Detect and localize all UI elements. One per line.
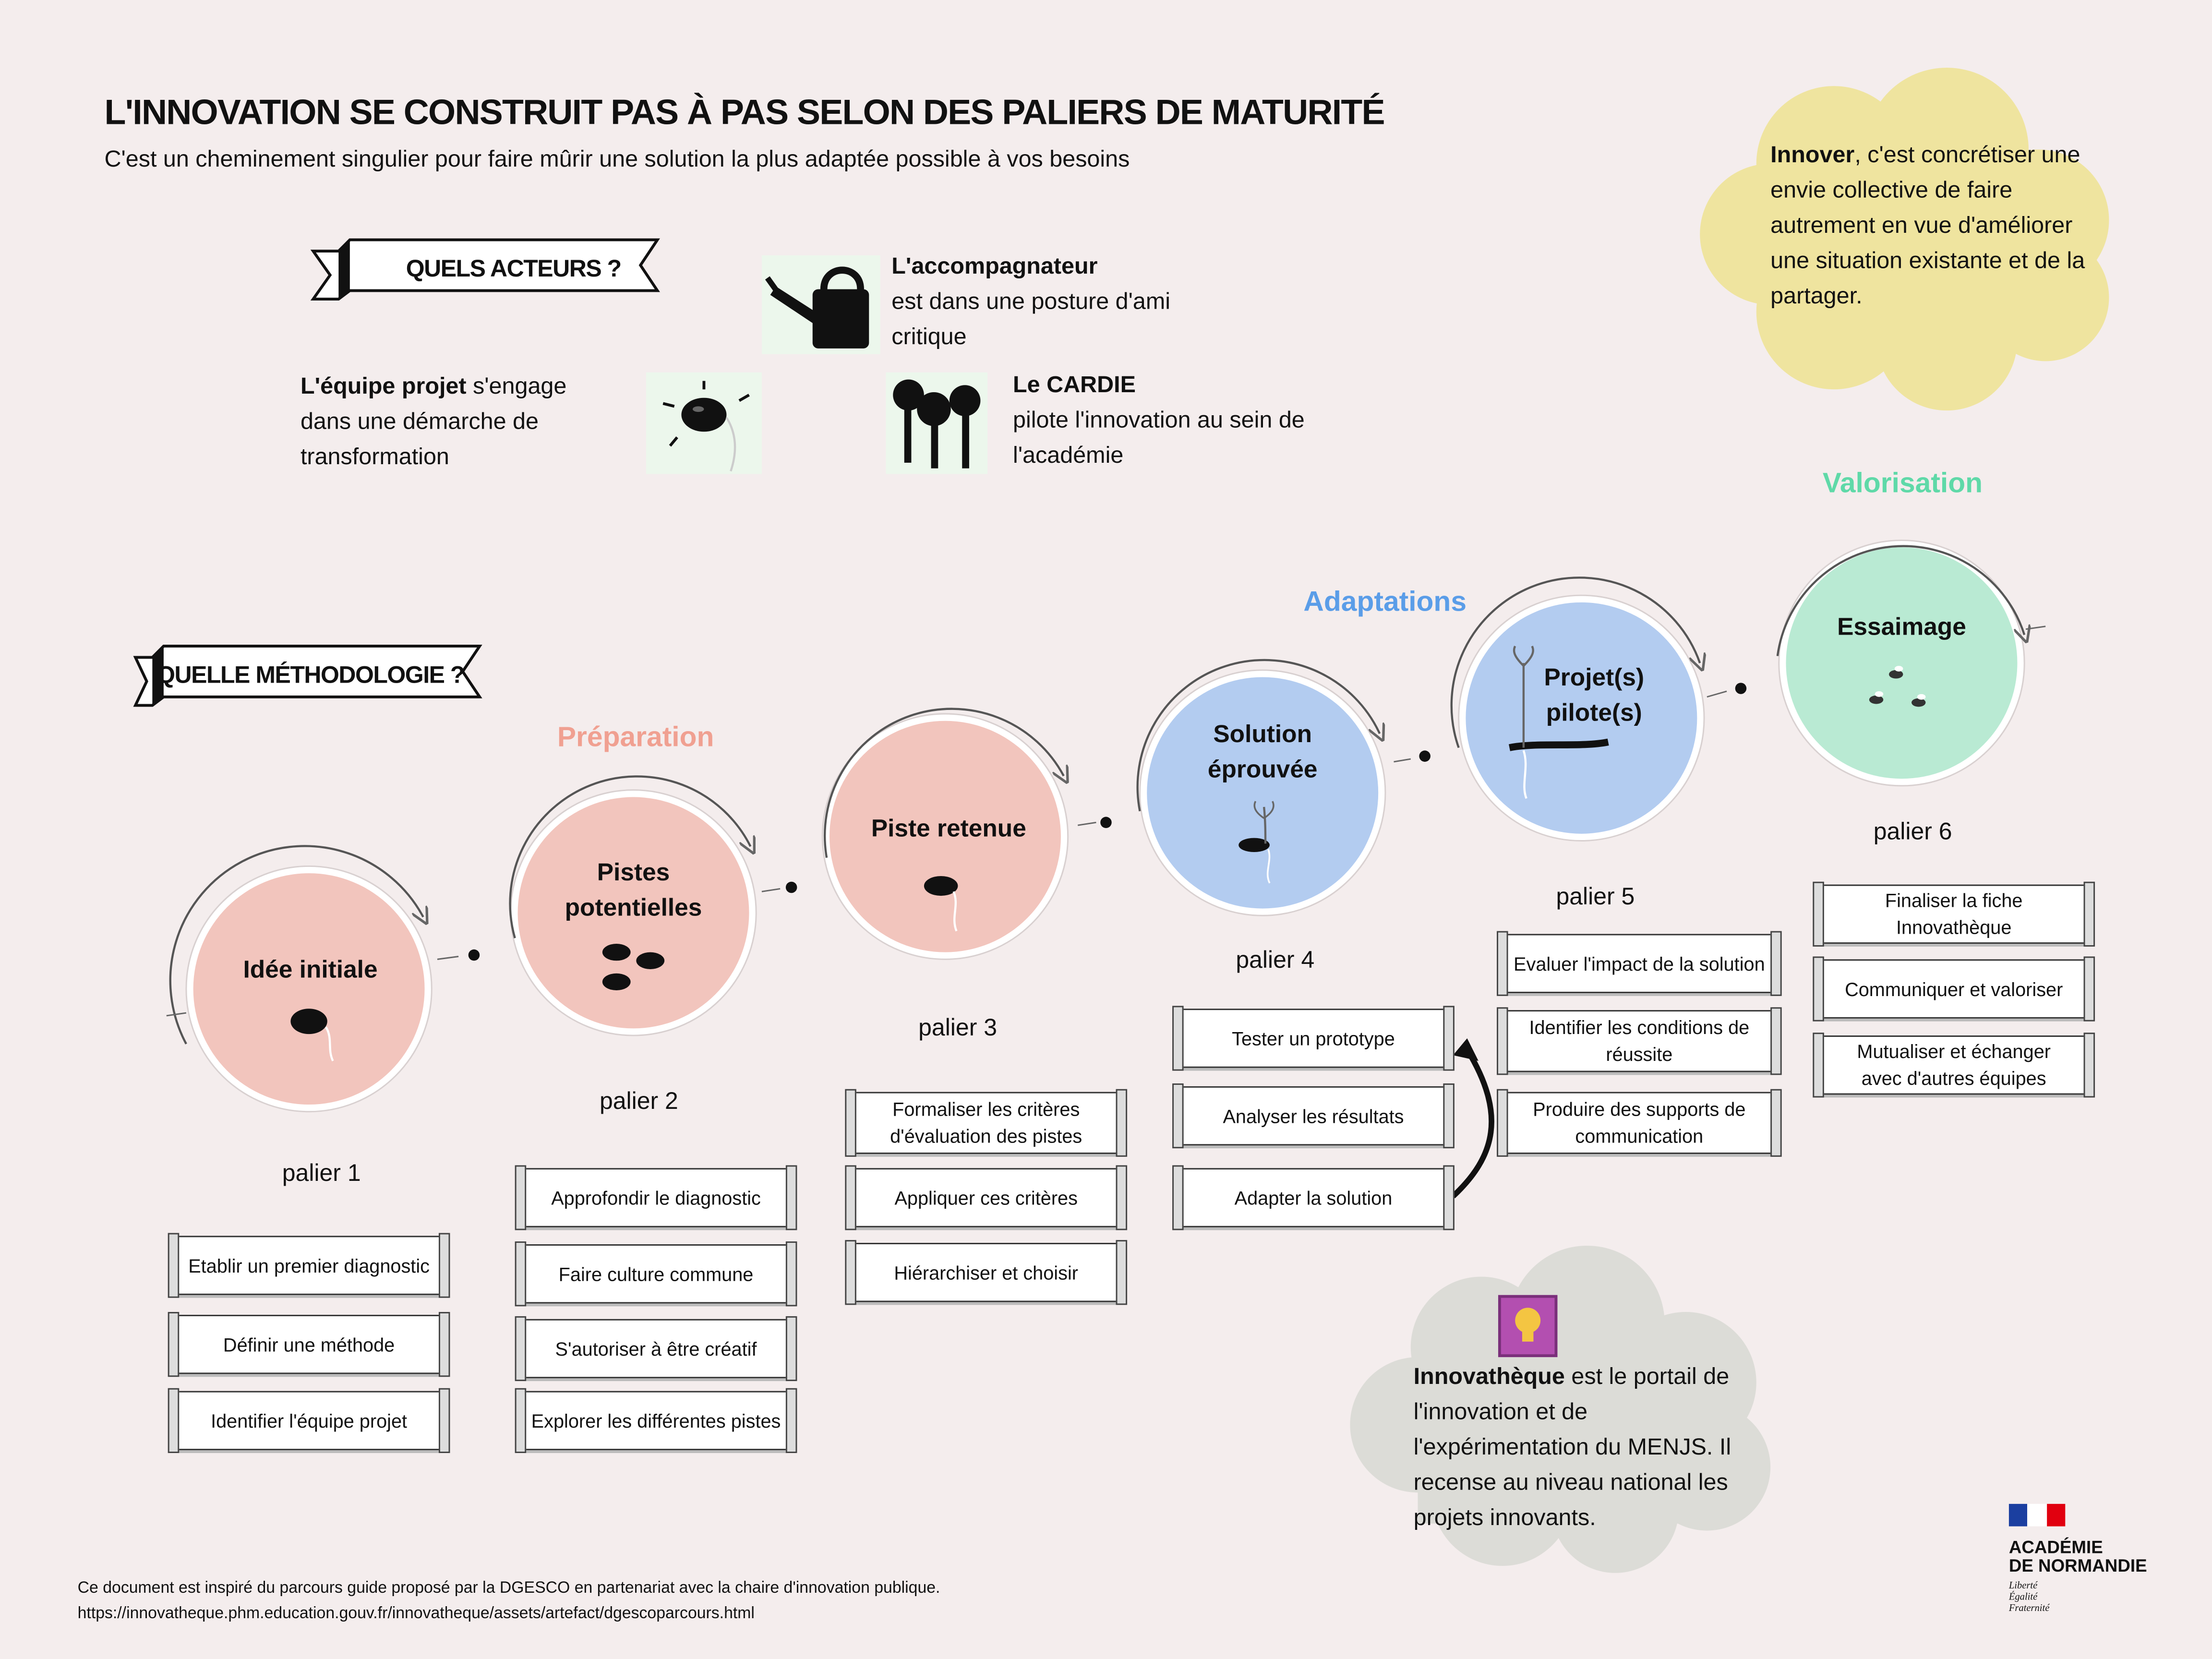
innover-desc: , c'est concrétiser une envie collective… [1770, 142, 2085, 309]
palier-6: palier 6 [1873, 818, 1952, 845]
palier-2: palier 2 [599, 1087, 678, 1115]
actor-cardie-name: Le CARDIE [1013, 372, 1136, 398]
phase-valorisation: Valorisation [1822, 468, 1983, 500]
footer-link[interactable]: https://innovatheque.phm.education.gouv.… [77, 1605, 755, 1623]
grey-cloud [1350, 1245, 1771, 1573]
page-subtitle: C'est un cheminement singulier pour fair… [104, 146, 1130, 172]
lightbulb-icon [1498, 1295, 1558, 1358]
innover-text: Innover, c'est concrétiser une envie col… [1770, 138, 2109, 314]
actors-ribbon: QUELS ACTEURS ? [310, 234, 661, 305]
yellow-cloud [1700, 68, 2109, 411]
step2-item-4: Explorer les différentes pistes [515, 1388, 797, 1453]
step2-item-3: S'autoriser à être créatif [515, 1316, 797, 1382]
step6-label: Essaimage [1837, 612, 1966, 641]
step3-label: Piste retenue [871, 814, 1026, 842]
actor-equipe-desc: s'engage dans une démarche de transforma… [300, 373, 567, 470]
step6-item-3: Mutualiser et échanger avec d'autres équ… [1813, 1033, 2095, 1098]
step6-item-2: Communiquer et valoriser [1813, 956, 2095, 1022]
actor-equipe-name: L'équipe projet [300, 373, 467, 399]
step3-item-2: Appliquer ces critères [845, 1165, 1128, 1230]
actor-accompagnateur-desc: est dans une posture d'ami critique [891, 289, 1171, 350]
methodology-ribbon: QUELLE MÉTHODOLOGIE ? [132, 640, 482, 711]
footer-source: Ce document est inspiré du parcours guid… [77, 1580, 940, 1597]
step5-item-2: Identifier les conditions de réussite [1497, 1007, 1782, 1075]
step5-item-3: Produire des supports de communication [1497, 1089, 1782, 1157]
step5-item-1: Evaluer l'impact de la solution [1497, 931, 1782, 996]
step1-label: Idée initiale [243, 955, 378, 984]
loop-arrow [1451, 1048, 1494, 1199]
step4-item-2: Analyser les résultats [1172, 1083, 1455, 1149]
actor-equipe: L'équipe projet s'engage dans une démarc… [301, 370, 611, 475]
step3-item-1: Formaliser les critères d'évaluation des… [845, 1089, 1128, 1157]
phase-adaptations: Adaptations [1303, 587, 1467, 618]
step1-item-1: Etablir un premier diagnostic [168, 1233, 450, 1298]
palier-5: palier 5 [1556, 883, 1635, 910]
step1-item-2: Définir une méthode [168, 1312, 450, 1377]
innovatheque-word: Innovathèque [1413, 1364, 1565, 1390]
actor-cardie-desc: pilote l'innovation au sein de l'académi… [1013, 408, 1305, 469]
step4-item-1: Tester un prototype [1172, 1006, 1455, 1071]
palier-4: palier 4 [1236, 946, 1315, 974]
step5-label: Projet(s)pilote(s) [1544, 663, 1645, 727]
seed-icon [646, 372, 762, 474]
actors-ribbon-label: QUELS ACTEURS ? [406, 255, 622, 282]
circle-palier-3 [821, 708, 1068, 960]
circle-palier-5 [1450, 576, 1704, 842]
actor-accompagnateur-name: L'accompagnateur [891, 253, 1098, 279]
actor-accompagnateur: L'accompagnateur est dans une posture d'a… [891, 250, 1174, 355]
phase-preparation: Préparation [557, 722, 714, 754]
step3-item-3: Hiérarchiser et choisir [845, 1240, 1128, 1305]
trees-icon [886, 372, 988, 474]
marianne-flag-icon [2008, 1503, 2066, 1527]
circle-palier-6 [1776, 540, 2046, 787]
innovatheque-text: Innovathèque est le portail de l'innovat… [1414, 1360, 1752, 1536]
methodology-ribbon-label: QUELLE MÉTHODOLOGIE ? [156, 661, 465, 689]
circle-palier-4 [1136, 659, 1386, 916]
page-title: L'INNOVATION SE CONSTRUIT PAS À PAS SELO… [104, 93, 1385, 133]
innovatheque-desc: est le portail de l'innovation et de l'e… [1413, 1364, 1731, 1531]
circle-palier-1 [169, 845, 433, 1113]
actor-cardie: Le CARDIE pilote l'innovation au sein de … [1013, 368, 1323, 474]
logo-line2: DE NORMANDIE [2008, 1556, 2147, 1576]
step1-item-3: Identifier l'équipe projet [168, 1388, 450, 1453]
circle-palier-2 [509, 775, 757, 1036]
watering-can-icon [761, 255, 880, 354]
step2-item-1: Approfondir le diagnostic [515, 1165, 797, 1230]
step2-item-2: Faire culture commune [515, 1241, 797, 1307]
step4-item-3: Adapter la solution [1172, 1165, 1455, 1230]
step6-item-1: Finaliser la fiche Innovathèque [1813, 881, 2095, 947]
palier-3: palier 3 [918, 1014, 998, 1041]
logo-line1: ACADÉMIE [2008, 1538, 2103, 1558]
innover-word: Innover [1770, 142, 1855, 168]
palier-1: palier 1 [282, 1159, 361, 1187]
